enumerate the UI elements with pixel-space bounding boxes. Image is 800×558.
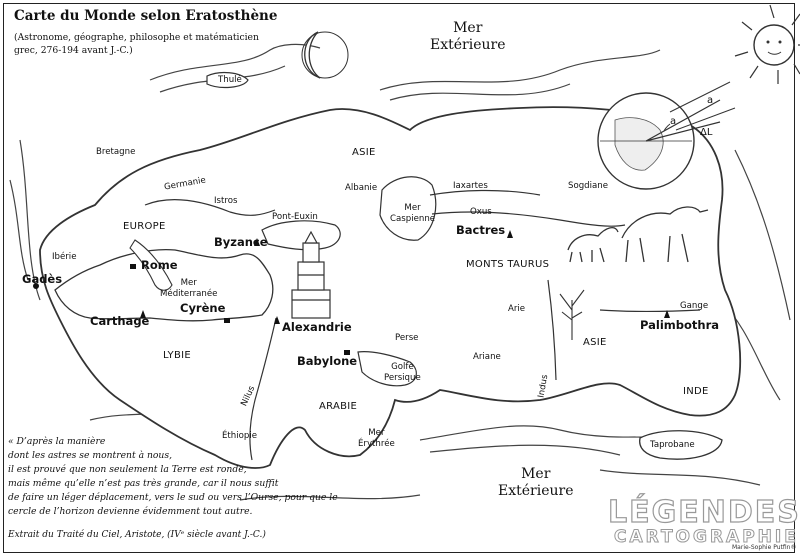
albanie-label: Albanie — [345, 183, 378, 193]
sun-icon — [734, 4, 800, 84]
outer-sea-bottom-line2: Extérieure — [498, 483, 574, 499]
city-marker-palimbothra — [664, 310, 670, 318]
thule-label: Thulé — [218, 75, 242, 85]
city-marker-rome — [130, 264, 136, 269]
persian-gulf-line1: Golfe — [391, 362, 414, 372]
taprobane-label: Taprobane — [650, 440, 695, 450]
asie-india-label: ASIE — [583, 337, 607, 348]
city-marker-bactres — [507, 230, 513, 238]
moon-icon — [301, 31, 349, 79]
sogdiane-label: Sogdiane — [568, 181, 609, 191]
city-label-carthage: Carthage — [90, 314, 150, 328]
outer-sea-bottom-line1: Mer — [521, 466, 551, 482]
city-label-gades: Gadès — [22, 272, 63, 286]
logo-cartographie: CARTOGRAPHIE — [614, 527, 799, 547]
camels — [567, 206, 709, 263]
caspian-sea — [379, 176, 437, 241]
quote-line: mais même qu’elle n’est pas très grande,… — [8, 478, 279, 489]
perse-label: Perse — [395, 333, 419, 343]
diagram-label-a-top: a — [707, 95, 714, 106]
city-label-cyrene: Cyrène — [180, 301, 226, 315]
city-label-bactres: Bactres — [456, 223, 506, 237]
iaxartes-label: Iaxartes — [453, 181, 488, 191]
monts-taurus-label: MONTS TAURUS — [466, 259, 550, 270]
arie-label: Arie — [508, 304, 526, 314]
logo-legendes: LÉGENDES — [607, 495, 800, 530]
map-title: Carte du Monde selon Eratosthène — [14, 8, 278, 24]
erythree-label: Mer Érythrée — [358, 428, 395, 450]
city-label-alexandrie: Alexandrie — [282, 320, 352, 334]
istros-label: Istros — [214, 196, 238, 206]
earth-globe-diagram — [597, 81, 736, 190]
italy-peninsula — [129, 239, 173, 291]
mediterranean-line1: Mer — [180, 278, 197, 288]
black-sea — [261, 220, 341, 251]
quote-line: dont les astres se montrent à nous, — [8, 450, 172, 461]
lighthouse-icon — [291, 230, 331, 319]
landmass-oecumene — [39, 106, 742, 469]
city-label-palimbothra: Palimbothra — [640, 318, 719, 332]
persian-gulf-line2: Persique — [384, 373, 421, 383]
city-markers — [33, 230, 670, 355]
quote-line: « D’après la manière — [8, 436, 106, 447]
city-marker-byzance — [254, 238, 260, 246]
rivers — [144, 189, 701, 461]
taprobane-island — [639, 430, 723, 460]
europe-label: EUROPE — [123, 221, 166, 232]
city-label-rome: Rome — [141, 258, 178, 272]
oxus-label: Oxus — [470, 207, 492, 217]
caspian-label: Mer Caspienne — [390, 203, 435, 225]
asie-north-label: ASIE — [352, 147, 376, 158]
lybie-label: LYBIE — [163, 350, 191, 361]
map-frame — [3, 3, 795, 553]
iberie-label: Ibérie — [52, 252, 77, 262]
quote-source: Extrait du Traité du Ciel, Aristote, (IV… — [8, 530, 266, 540]
ariane-label: Ariane — [473, 352, 501, 362]
city-marker-babylone — [344, 350, 350, 355]
tree-icon — [559, 289, 585, 340]
arabie-label: ARABIE — [319, 401, 358, 412]
city-label-babylone: Babylone — [297, 354, 358, 368]
city-marker-gades — [33, 283, 39, 289]
quote-line: de faire un léger déplacement, vers le s… — [8, 492, 338, 503]
outer-sea-bottom-label: Mer Extérieure — [498, 466, 573, 500]
erythree-line1: Mer — [368, 428, 385, 438]
author-credit: Marie-Sophie Putfin® — [732, 544, 797, 551]
diagram-label-a-bottom: a — [670, 116, 677, 127]
caspian-line2: Caspienne — [390, 214, 436, 224]
diagram-label-delta: ΔL — [700, 127, 713, 138]
pont-euxin-label: Pont-Euxin — [272, 212, 318, 222]
city-marker-cyrene — [224, 318, 230, 323]
quote-line: cercle de l’horizon devienne évidemment … — [8, 506, 253, 517]
city-marker-carthage — [140, 310, 146, 318]
aristotle-quote: « D’après la manière dont les astres se … — [8, 435, 338, 519]
persian-gulf — [357, 351, 417, 387]
erythree-line2: Érythrée — [358, 439, 395, 449]
outer-sea-top-label: Mer Extérieure — [430, 20, 505, 54]
caspian-line1: Mer — [404, 203, 421, 213]
city-marker-alexandrie — [274, 316, 280, 324]
mediterranean-label: Mer Méditerranée — [160, 278, 217, 300]
outer-sea-top-line2: Extérieure — [430, 37, 506, 53]
mediterranean-line2: Méditerranée — [160, 289, 218, 299]
quote-line: il est prouvé que non seulement la Terre… — [8, 464, 247, 475]
thule-island — [206, 71, 249, 89]
bretagne-label: Bretagne — [96, 147, 136, 157]
inde-label: INDE — [683, 386, 709, 397]
city-label-byzance: Byzance — [214, 235, 268, 249]
persian-gulf-label: Golfe Persique — [384, 362, 421, 384]
gange-label: Gange — [680, 301, 709, 311]
outer-sea-top-line1: Mer — [453, 20, 483, 36]
ethiopie-label: Éthiopie — [222, 431, 258, 441]
map-subtitle: (Astronome, géographe, philosophe et mat… — [14, 32, 259, 56]
